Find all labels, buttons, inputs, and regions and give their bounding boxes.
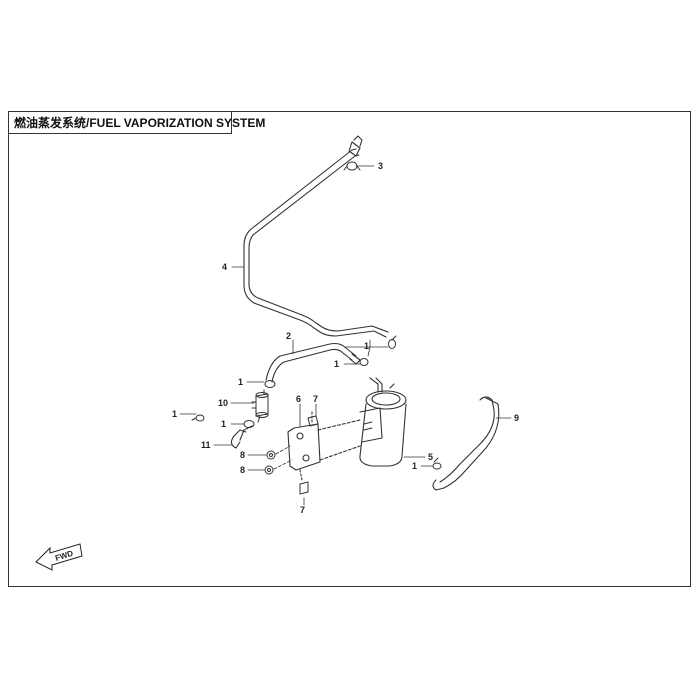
canister-5	[359, 377, 407, 467]
hose-9	[432, 396, 500, 491]
callout-1-a: 1	[364, 341, 369, 351]
vent-hose-4	[243, 135, 389, 338]
callout-1-d: 1	[172, 409, 177, 419]
callout-3: 3	[378, 161, 383, 171]
callout-6: 6	[296, 394, 301, 404]
bracket-6	[287, 411, 361, 481]
clamp-mid	[359, 358, 369, 366]
clamp-upper-right	[388, 335, 397, 349]
leader-lines	[179, 165, 512, 506]
callout-5: 5	[428, 452, 433, 462]
valve-10	[251, 389, 269, 423]
callout-11: 11	[201, 440, 211, 450]
callout-8-lower: 8	[240, 465, 245, 475]
diagram-title: 燃油蒸发系统/FUEL VAPORIZATION SYSTEM	[14, 116, 266, 130]
nut-8-upper	[266, 450, 276, 460]
callout-9: 9	[514, 413, 519, 423]
clamp-left-upper	[264, 380, 276, 388]
clamp-far-left	[191, 414, 205, 422]
callout-4: 4	[222, 262, 227, 272]
hose-11	[230, 425, 253, 449]
callout-2: 2	[286, 331, 291, 341]
clamp-lower-right	[432, 457, 442, 470]
callout-labels: 3 4 2 1 1 1 10 1 1 11 6 7 8 8 7 5 1 9	[172, 161, 519, 515]
callout-7-upper: 7	[313, 394, 318, 404]
clamp-below-valve	[243, 420, 255, 428]
callout-10: 10	[218, 398, 228, 408]
fwd-arrow: FWD	[35, 543, 83, 571]
callout-7-lower: 7	[300, 505, 305, 515]
bolt-7-upper	[307, 415, 319, 427]
drawing-frame	[8, 111, 691, 587]
hose-2	[265, 342, 361, 383]
callout-1-b: 1	[334, 359, 339, 369]
callout-1-e: 1	[221, 419, 226, 429]
callout-1-f: 1	[412, 461, 417, 471]
bolt-7-lower	[299, 481, 309, 495]
title-box	[8, 111, 232, 134]
callout-8-upper: 8	[240, 450, 245, 460]
nut-8-lower	[264, 465, 274, 475]
callout-1-c: 1	[238, 377, 243, 387]
